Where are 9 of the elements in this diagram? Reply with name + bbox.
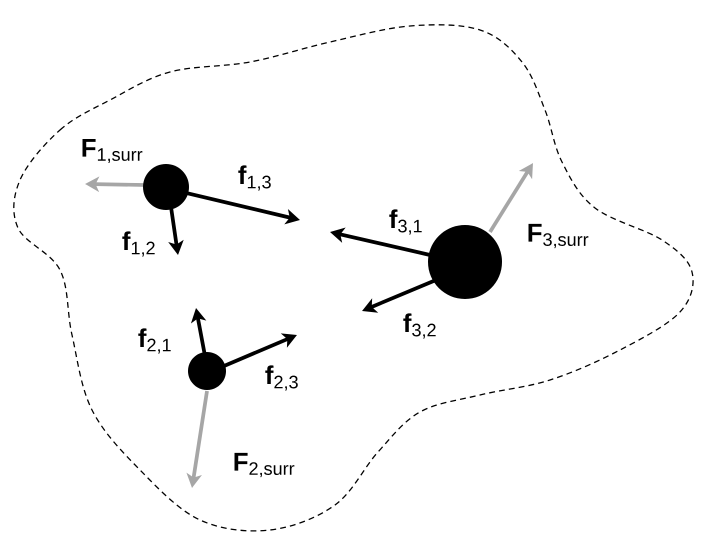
force-label: f$_{3,1}$: [389, 209, 422, 235]
force-label: f$_{2,3}$: [265, 365, 298, 391]
force-label: F$_{1,surr}$: [82, 138, 142, 164]
force-label: f$_{1,2}$: [122, 231, 155, 257]
force-label: f$_{2,1}$: [138, 328, 171, 354]
force-label: F$_{3,surr}$: [528, 224, 588, 248]
force-label: f$_{1,3}$: [238, 165, 271, 191]
force-label: F$_{2,surr}$: [234, 452, 294, 478]
force-label: f$_{3,2}$: [403, 313, 436, 339]
